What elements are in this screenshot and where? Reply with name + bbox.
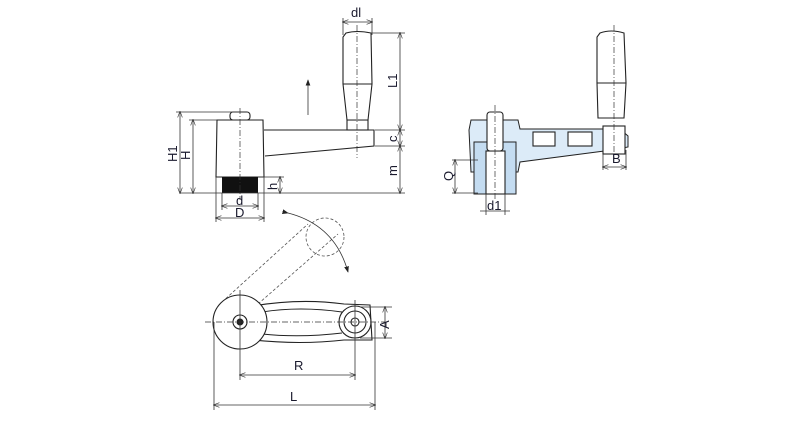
label-H: H	[178, 151, 193, 160]
label-L: L	[290, 389, 297, 404]
top-view: A R L	[205, 209, 392, 410]
label-D: D	[235, 205, 244, 220]
label-L1: L1	[385, 74, 400, 88]
label-h: h	[265, 183, 280, 190]
section-view: Q d1 B	[441, 25, 629, 215]
side-view: dl L1 c m H1 H h d D	[165, 5, 405, 222]
label-dl: dl	[351, 5, 361, 20]
label-c: c	[385, 135, 400, 142]
label-d1: d1	[487, 198, 501, 213]
label-A: A	[377, 320, 392, 329]
label-H1: H1	[165, 145, 180, 162]
label-Q: Q	[441, 171, 456, 181]
label-m: m	[385, 165, 400, 176]
label-d: d	[236, 193, 243, 208]
label-R: R	[294, 358, 303, 373]
label-B: B	[612, 151, 621, 166]
